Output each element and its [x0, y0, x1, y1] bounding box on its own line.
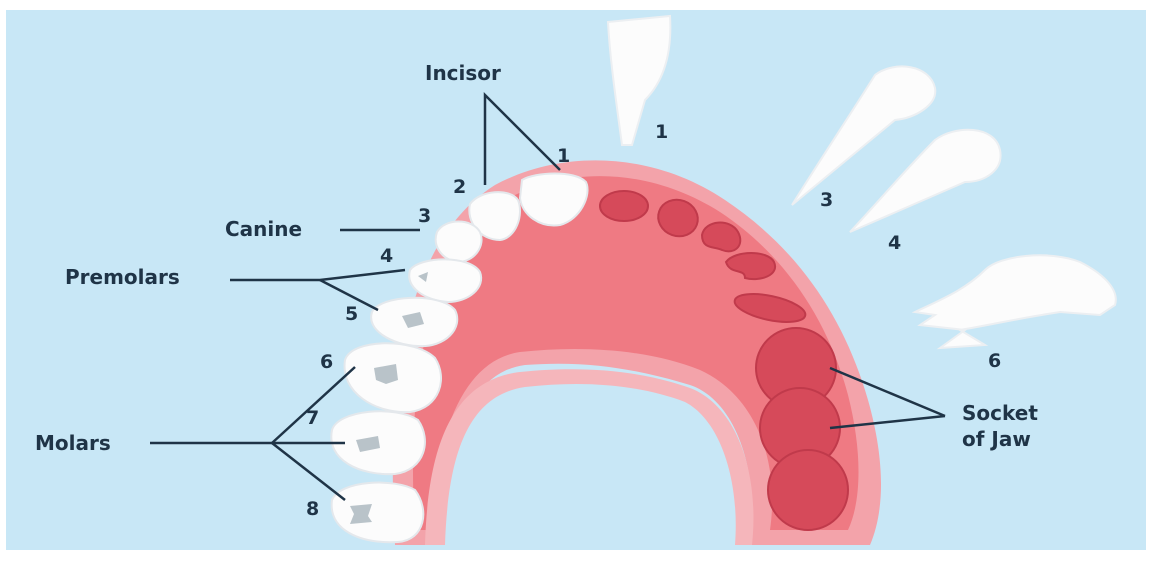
socket-1 — [600, 191, 648, 221]
tooth-number-7: 7 — [306, 407, 319, 429]
label-socket-line1: Socket — [962, 401, 1038, 425]
extracted-number-6: 6 — [988, 350, 1001, 372]
tooth-number-5: 5 — [345, 303, 358, 325]
extracted-number-3: 3 — [820, 189, 833, 211]
socket-8 — [768, 450, 848, 530]
tooth-number-3: 3 — [418, 205, 431, 227]
tooth-number-8: 8 — [306, 498, 319, 520]
label-socket-line2: of Jaw — [962, 427, 1031, 451]
tooth-3 — [436, 222, 482, 263]
tooth-number-2: 2 — [453, 176, 466, 198]
extracted-number-4: 4 — [888, 232, 901, 254]
tooth-number-6: 6 — [320, 351, 333, 373]
tooth-number-4: 4 — [380, 245, 393, 267]
socket-3 — [702, 223, 740, 252]
label-incisor: Incisor — [425, 61, 501, 85]
tooth-number-1: 1 — [557, 145, 570, 167]
label-canine: Canine — [225, 217, 302, 241]
extracted-number-1: 1 — [655, 121, 668, 143]
label-molars: Molars — [35, 431, 111, 455]
label-premolars: Premolars — [65, 265, 180, 289]
